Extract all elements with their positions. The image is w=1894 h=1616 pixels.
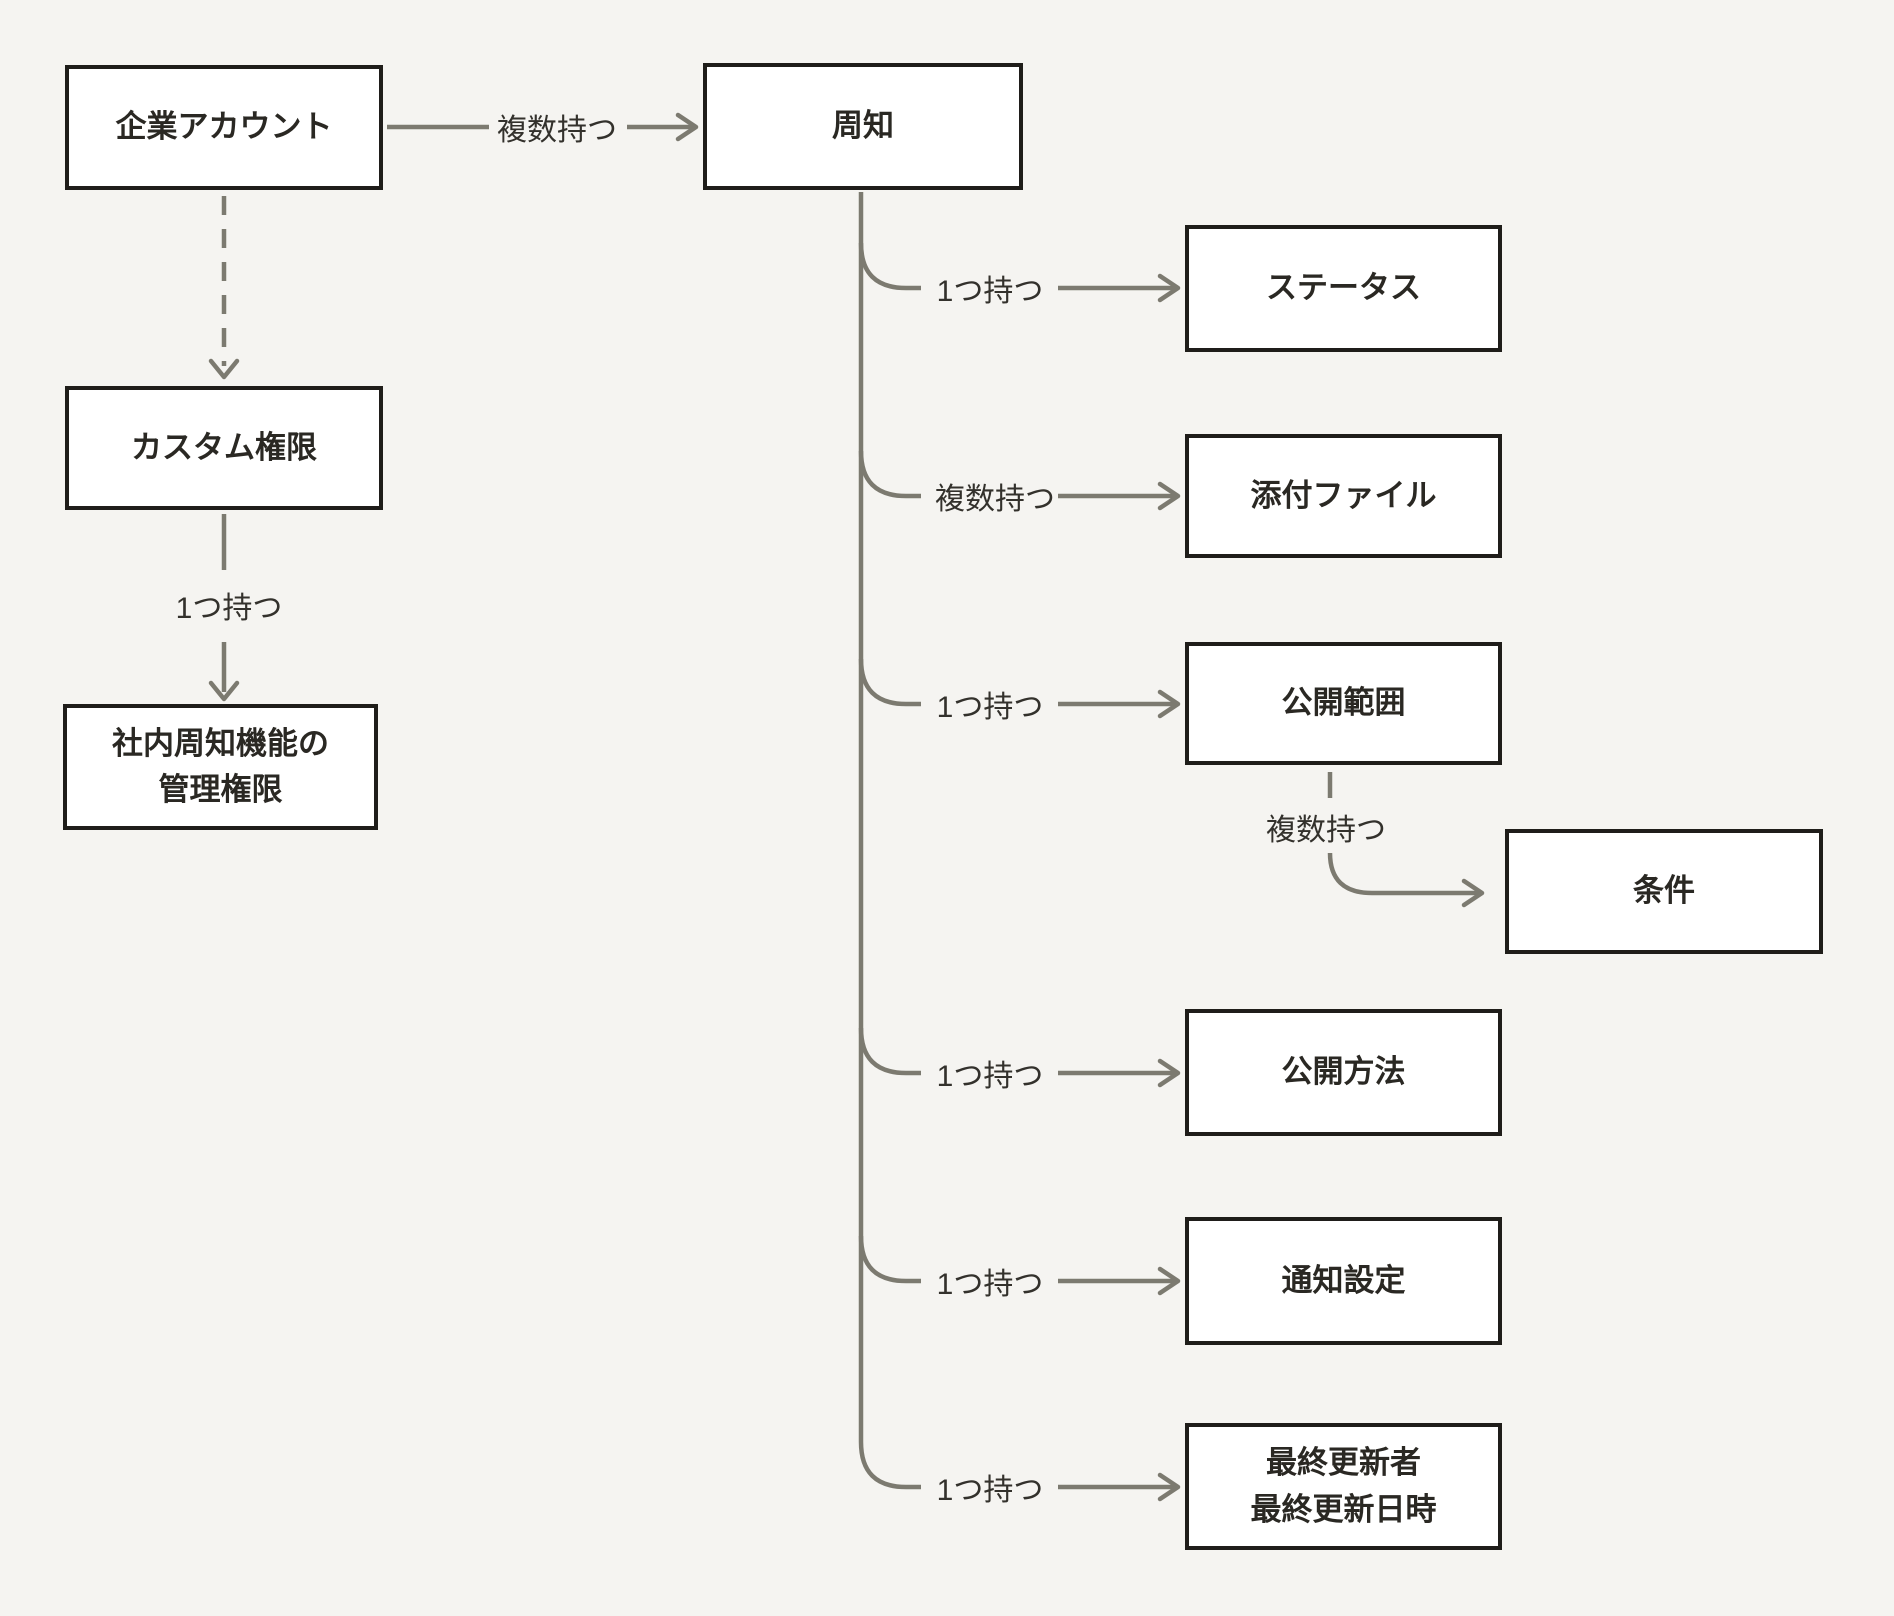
node-status: ステータス [1185,225,1502,352]
edge-announcement-branch-elbows [858,242,921,1284]
edge-label-announcement-notification: 1つ持つ [936,1268,1044,1301]
node-notification-setting: 通知設定 [1185,1217,1502,1345]
node-label: 公開範囲 [1281,685,1406,721]
node-last-updated: 最終更新者 最終更新日時 [1185,1423,1502,1550]
node-custom-permission: カスタム権限 [65,386,383,510]
edge-custom-permission-internal-admin-permission [208,514,240,702]
node-publish-method: 公開方法 [1185,1009,1502,1136]
node-label: 最終更新日時 [1250,1491,1437,1527]
node-condition: 条件 [1505,829,1823,954]
edge-label-custom-internal: 1つ持つ [175,592,283,625]
node-attachment: 添付ファイル [1185,434,1502,558]
node-label: カスタム権限 [131,429,317,465]
node-label: 公開方法 [1281,1054,1406,1090]
edge-label-announcement-attachment: 複数持つ [935,483,1055,516]
edge-announcement-trunk [858,192,921,1490]
node-label: 条件 [1633,873,1695,909]
node-label: 社内周知機能の [112,725,329,761]
node-label: ステータス [1266,270,1421,306]
node-label: 添付ファイル [1250,477,1437,513]
node-announcement: 周知 [703,63,1023,190]
edge-announcement-branch-arrows [1058,273,1181,1502]
node-label: 管理権限 [158,772,283,807]
edge-label-announcement-last-updated: 1つ持つ [936,1474,1044,1507]
node-label: 通知設定 [1281,1262,1406,1298]
node-internal-admin-permission: 社内周知機能の 管理権限 [63,704,378,830]
edge-label-announcement-status: 1つ持つ [936,275,1044,308]
edge-company-account-custom-permission [208,196,240,380]
node-publish-scope: 公開範囲 [1185,642,1502,765]
edge-label-announcement-publish-method: 1つ持つ [936,1060,1044,1093]
node-company-account: 企業アカウント [65,65,383,190]
node-label: 最終更新者 [1266,1445,1421,1480]
edge-label-company-announcement: 複数持つ [497,114,617,147]
edge-label-announcement-publish-scope: 1つ持つ [936,691,1044,724]
edge-publish-scope-condition [1327,772,1485,908]
node-label: 周知 [832,108,894,144]
edge-label-publish-scope-condition: 複数持つ [1266,814,1386,847]
node-label: 企業アカウント [115,109,333,145]
edge-company-account-announcement [387,112,699,142]
